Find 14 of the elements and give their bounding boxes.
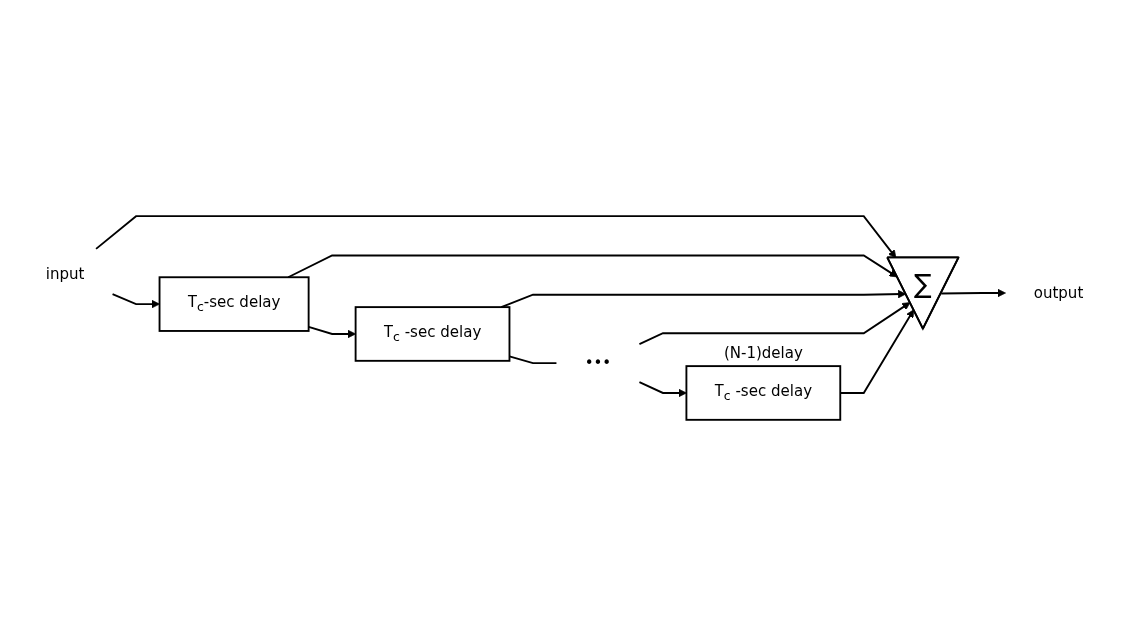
arrow (95, 215, 897, 259)
node-box: T$_{c}$-sec delay (158, 276, 310, 332)
arrow (638, 302, 911, 345)
node-text: output (1033, 283, 1084, 302)
node-text: ••• (584, 353, 612, 372)
arrow (940, 288, 1006, 298)
arrow (638, 381, 687, 398)
node-caption: (N-1)delay (723, 344, 803, 363)
arrow (111, 293, 160, 309)
node-box: T$_{c}$ -sec delay (354, 306, 511, 362)
node-box: T$_{c}$ -sec delay (685, 365, 842, 421)
arrow (500, 290, 907, 309)
node-text: input (45, 264, 85, 283)
arrow (287, 254, 898, 279)
